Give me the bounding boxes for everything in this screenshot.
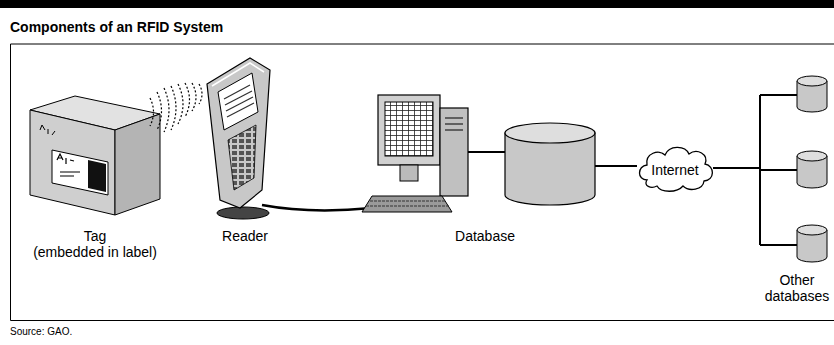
radio-waves xyxy=(150,83,202,132)
component-label: Reader xyxy=(222,228,268,244)
internet-cloud: Internet xyxy=(635,142,715,194)
link-line xyxy=(468,151,505,153)
database-cylinder xyxy=(505,123,595,205)
source-caption: Source: GAO. xyxy=(10,326,72,338)
component-label: Database xyxy=(455,228,515,244)
component-label: Tag xyxy=(84,228,107,244)
node-text: Internet xyxy=(635,162,715,178)
database-cylinder xyxy=(797,76,827,262)
top-bar xyxy=(0,0,834,8)
reader-device xyxy=(207,58,270,219)
node-body: Internet xyxy=(635,162,715,178)
diagram-title: Components of an RFID System xyxy=(10,19,223,35)
frame xyxy=(11,44,834,321)
component-label: (embedded in label) xyxy=(33,244,157,260)
reader-cable xyxy=(262,205,372,210)
package-with-tag xyxy=(30,96,160,215)
link-line xyxy=(713,95,797,245)
computer xyxy=(362,95,468,212)
link-line xyxy=(595,165,637,167)
component-label: Other databases xyxy=(762,272,832,304)
